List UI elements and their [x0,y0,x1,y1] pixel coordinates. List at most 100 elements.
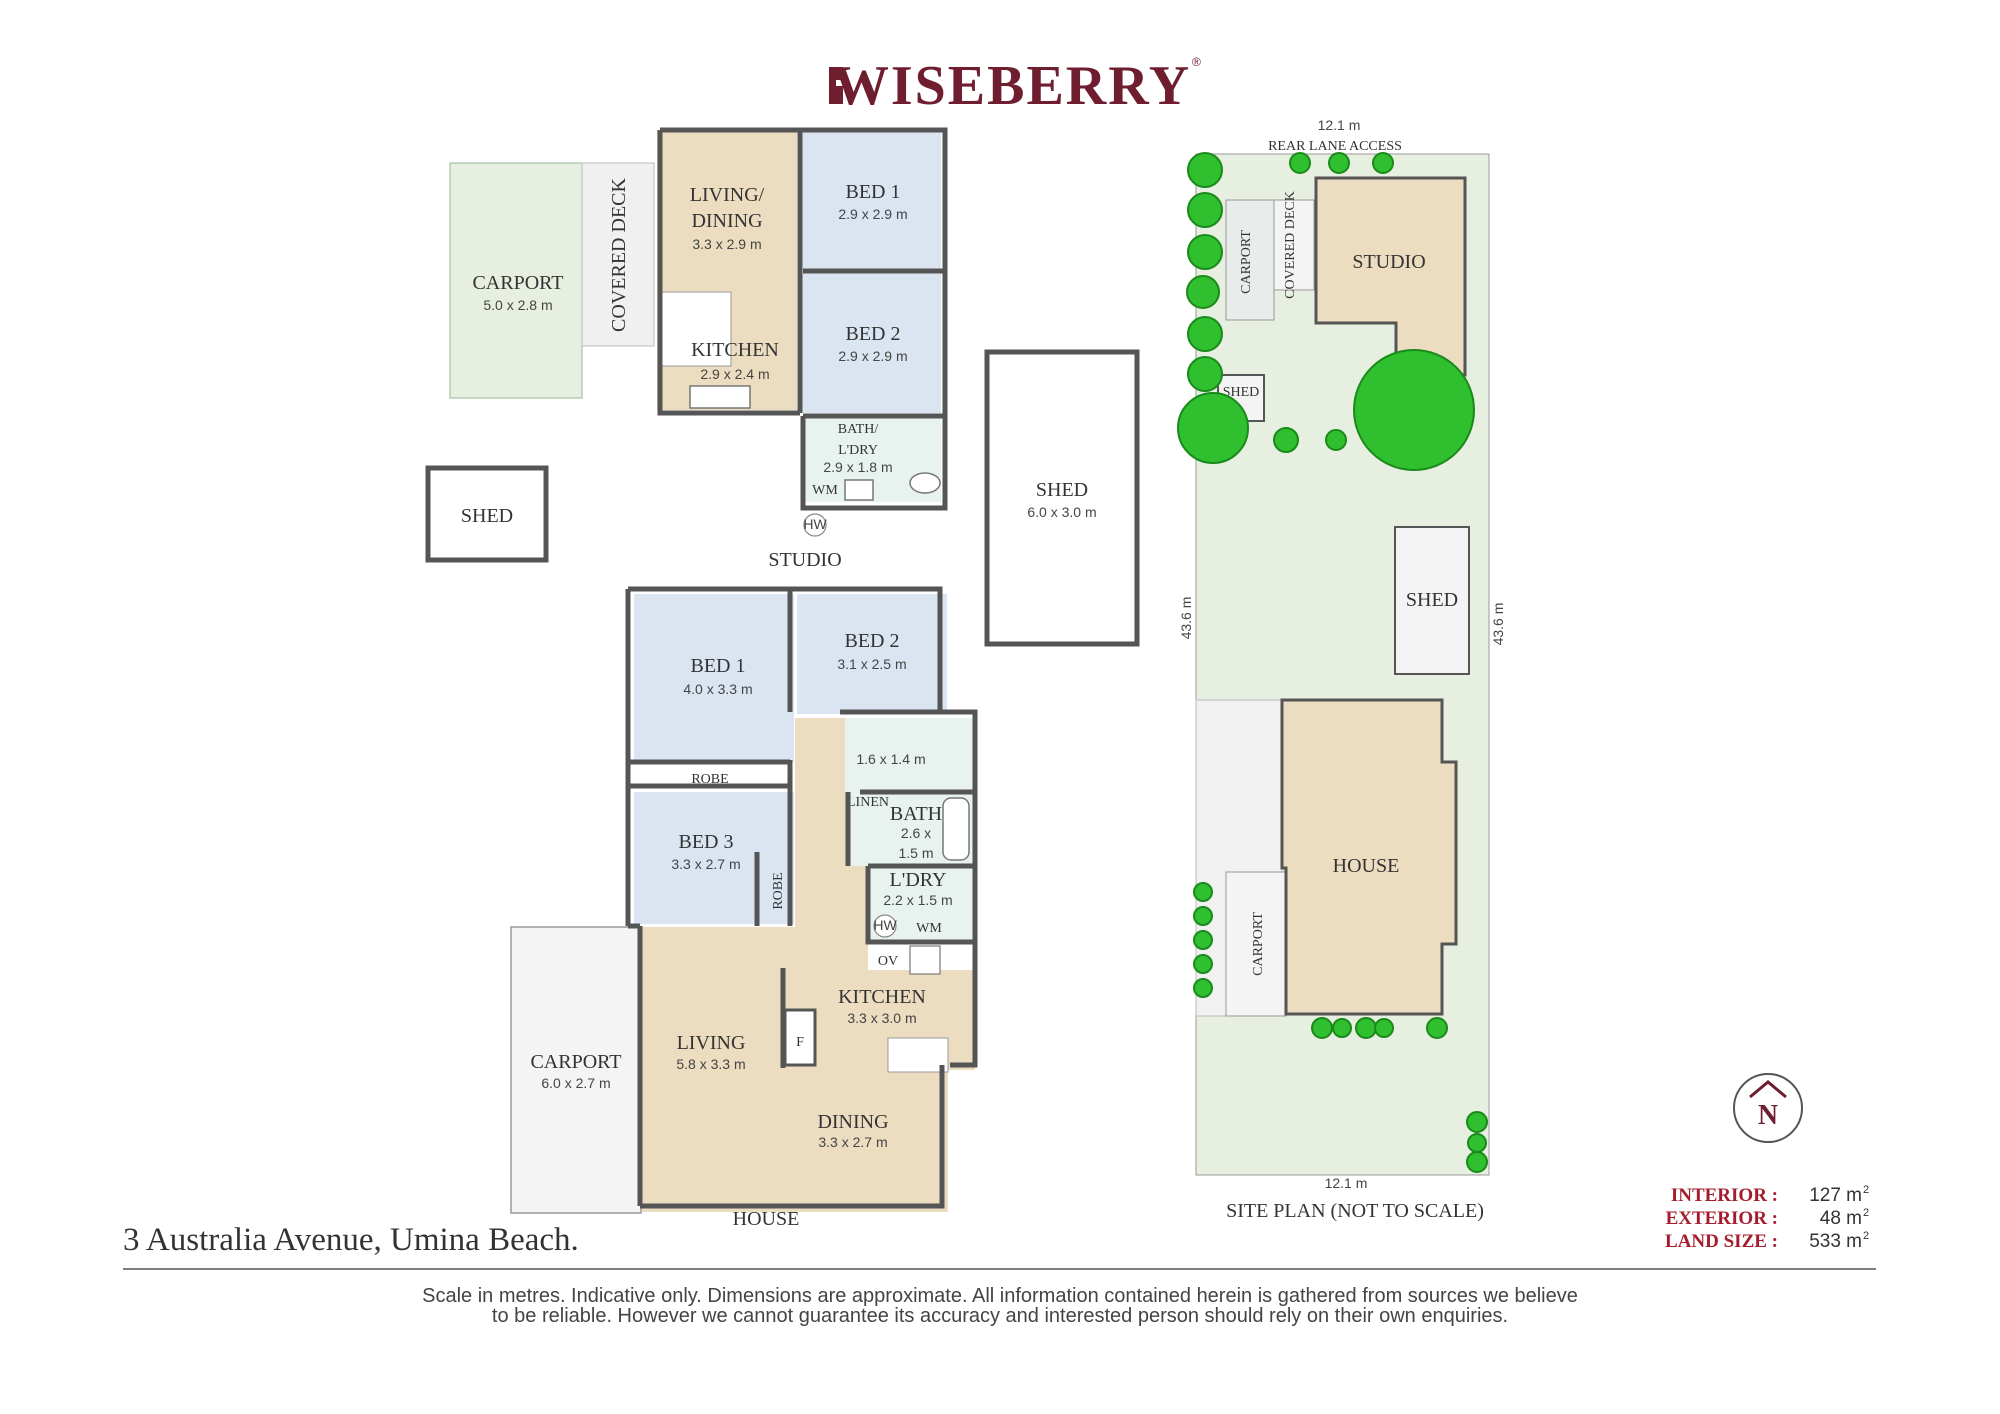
site-carport-bottom-label: CARPORT [1251,912,1266,976]
area-land-unit-sup: 2 [1863,1230,1869,1242]
house-living-dims: 5.8 x 3.3 m [676,1056,745,1072]
house-bed2-area [797,594,947,714]
site-bottom-width: 12.1 m [1325,1175,1368,1191]
tree-icon [1353,349,1475,471]
tree-icon [1193,882,1213,902]
tree-icon [1193,906,1213,926]
tree-icon [1186,275,1220,309]
tree-icon [1372,152,1394,174]
house-bed1-area [634,594,794,762]
site-carport-top-label: CARPORT [1239,230,1254,294]
tree-icon [1332,1018,1352,1038]
area-interior-label: INTERIOR : [1671,1185,1778,1206]
tree-icon [1328,152,1350,174]
tree-icon [1187,316,1223,352]
studio-bed2-name: BED 2 [846,323,901,345]
studio-large-shed-dims: 6.0 x 3.0 m [1027,504,1096,520]
studio-carport-dims: 5.0 x 2.8 m [483,297,552,313]
house-bed3-area [634,792,794,924]
studio-living-dining-dims: 3.3 x 2.9 m [692,236,761,252]
compass-icon: N [1733,1073,1803,1143]
site-top-width: 12.1 m [1318,117,1361,133]
studio-walls [657,127,948,511]
area-summary: INTERIOR : 127 m 2 EXTERIOR : 48 m 2 LAN… [1665,1184,1869,1252]
house-laundry-dims: 2.2 x 1.5 m [883,892,952,908]
house-walls [625,586,978,1209]
house-bed2-dims: 3.1 x 2.5 m [837,656,906,672]
site-rear-access: REAR LANE ACCESS [1268,139,1402,154]
studio-covered-deck-area [581,162,655,347]
studio-kitchen-bench [658,291,732,367]
house-bed3-name: BED 3 [679,831,734,853]
house-fireplace-label: F [796,1035,804,1050]
house-ov-label: OV [878,954,898,969]
house-robe2-label: ROBE [771,872,786,909]
tree-icon [1187,152,1223,188]
site-left-depth: 43.6 m [1178,597,1194,640]
house-living-area [642,718,975,1212]
site-studio-label: STUDIO [1352,251,1425,273]
house-bed2-name: BED 2 [845,630,900,652]
area-exterior-label: EXTERIOR : [1666,1208,1778,1229]
compass-letter: N [1758,1100,1778,1131]
house-linen-label: LINEN [847,795,889,810]
studio-kitchen-name: KITCHEN [691,339,779,361]
area-exterior-value: 48 m [1820,1208,1862,1229]
studio-hw-icon [803,513,827,537]
house-hw-label: HW [873,917,897,933]
studio-small-shed-name: SHED [461,505,513,527]
logo-mark-icon [829,67,843,104]
house-hw-icon [873,914,897,938]
house-bath-dims-line1: 2.6 x [901,825,931,841]
tree-icon [1187,356,1223,392]
disclaimer-line1: Scale in metres. Indicative only. Dimens… [422,1285,1578,1307]
site-carport-top [1225,199,1275,321]
area-land-label: LAND SIZE : [1665,1231,1778,1252]
studio-bath-name-line2: L'DRY [838,443,878,458]
site-house-label: HOUSE [1333,855,1400,877]
studio-sink-icon [689,385,751,409]
studio-living-dining-name-line1: LIVING/ [690,184,765,206]
studio-bed1-area [801,130,941,270]
tree-icon [1187,192,1223,228]
tree-icon [1311,1017,1333,1039]
studio-small-shed [425,465,549,563]
house-robe1-label: ROBE [691,772,728,787]
tree-icon [1187,234,1223,270]
tree-icon [1426,1017,1448,1039]
house-bed1-dims: 4.0 x 3.3 m [683,681,752,697]
house-plan: CARPORT 6.0 x 2.7 m BED 1 4.0 x 3.3 m BE… [510,586,978,1230]
tree-icon [1466,1111,1488,1133]
studio-hw-label: HW [803,516,827,532]
house-ensuite-area [845,718,975,792]
house-living-name: LIVING [677,1032,746,1054]
house-cooktop-icon [909,945,941,975]
tree-icon [1193,954,1213,974]
house-kitchen-island [887,1037,949,1073]
site-covered-deck [1273,199,1315,291]
site-covered-deck-label: COVERED DECK [1283,191,1298,299]
logo-text: WISEBERRY [833,55,1191,117]
area-interior-unit-sup: 2 [1863,1184,1869,1196]
site-shed-label: SHED [1406,589,1458,611]
tree-icon [1273,427,1299,453]
studio-bed2-area [801,273,941,413]
tree-icon [1466,1151,1488,1173]
logo-registered-mark: ® [1192,55,1201,69]
house-carport-dims: 6.0 x 2.7 m [541,1075,610,1091]
house-plan-title: HOUSE [733,1208,800,1230]
studio-wm-label: WM [812,483,838,498]
area-land-value: 533 m [1809,1231,1862,1252]
tree-icon [1289,152,1311,174]
site-house-building [1280,698,1458,1016]
house-ensuite-dims: 1.6 x 1.4 m [856,751,925,767]
house-carport-name: CARPORT [530,1051,621,1073]
house-dining-dims: 3.3 x 2.7 m [818,1134,887,1150]
wiseberry-logo: WISEBERRY ® [829,55,1201,117]
site-plan: 12.1 m REAR LANE ACCESS 43.6 m 43.6 m CA… [1177,117,1506,1222]
property-address: 3 Australia Avenue, Umina Beach. [123,1222,579,1258]
studio-plan: CARPORT 5.0 x 2.8 m COVERED DECK LIVING/… [425,127,1140,647]
house-bathtub-icon [942,797,970,861]
house-bath-dims-line2: 1.5 m [898,845,933,861]
